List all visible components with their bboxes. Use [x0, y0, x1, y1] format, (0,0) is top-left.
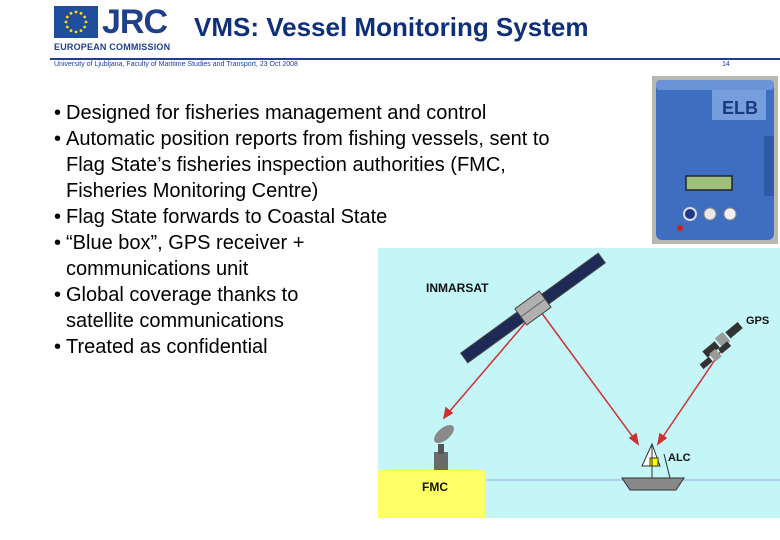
land-area	[378, 470, 486, 518]
bullet-item: •Treated as confidential	[54, 334, 574, 360]
bullet-text: “Blue box”, GPS receiver + communication…	[66, 232, 305, 280]
bullet-item: •Automatic position reports from fishing…	[54, 126, 574, 204]
bullet-list: •Designed for fisheries management and c…	[54, 100, 574, 360]
bullet-dot-icon: •	[54, 336, 62, 358]
bullet-dot-icon: •	[54, 232, 62, 254]
bullet-dot-icon: •	[54, 128, 62, 150]
fmc-antenna-icon	[434, 425, 454, 470]
inmarsat-satellite-icon	[460, 252, 606, 364]
gps-satellite-icon	[699, 321, 743, 370]
logo-subtitle: EUROPEAN COMMISSION	[54, 42, 171, 52]
bullet-text: Global coverage thanks to satellite comm…	[66, 284, 299, 332]
bullet-emphasis: fisheries	[184, 102, 260, 124]
slide-title: VMS: Vessel Monitoring System	[194, 12, 589, 42]
signal-beams	[442, 307, 724, 446]
inmarsat-label: INMARSAT	[426, 281, 489, 295]
bullet-item: •Designed for fisheries management and c…	[54, 100, 574, 126]
gps-label: GPS	[746, 315, 769, 327]
bullet-text: Automatic position reports from fishing …	[66, 128, 550, 202]
bullet-item: •Flag State forwards to Coastal State	[54, 204, 574, 230]
blue-box-device-image: ELB	[652, 76, 778, 244]
header-rule	[50, 58, 780, 60]
bullet-dot-icon: •	[54, 284, 62, 306]
bullet-item: •“Blue box”, GPS receiver + communicatio…	[54, 230, 574, 282]
eu-flag-icon	[54, 6, 98, 38]
jrc-logo: JRC EUROPEAN COMMISSION	[54, 3, 170, 56]
vms-diagram: INMARSAT GPS FMC	[378, 248, 780, 518]
footer-text: University of Ljubljana, Faculty of Mari…	[54, 61, 298, 68]
bullet-text: Flag State forwards to Coastal State	[66, 206, 388, 228]
fmc-label: FMC	[422, 480, 448, 494]
bullet-text-part: Designed for	[66, 102, 185, 124]
bullet-text-part: management and control	[259, 102, 487, 124]
logo-brand: JRC	[102, 3, 168, 41]
device-brand: ELB	[722, 98, 758, 118]
bullet-text: Treated as confidential	[66, 336, 268, 358]
page-number: 14	[722, 61, 730, 68]
fishing-vessel-icon	[621, 442, 685, 491]
bullet-dot-icon: •	[54, 102, 62, 124]
alc-label: ALC	[668, 452, 691, 464]
bullet-dot-icon: •	[54, 206, 62, 228]
bullet-item: •Global coverage thanks to satellite com…	[54, 282, 574, 334]
